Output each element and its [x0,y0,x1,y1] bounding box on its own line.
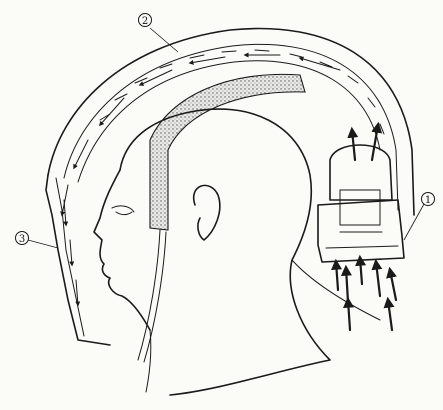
callout-2-label: 2 [142,16,148,27]
head-profile [94,109,380,395]
helmet-shell [48,29,414,216]
callout-1: 1 [404,193,435,241]
blower-unit [318,125,404,262]
callout-1-label: 1 [425,195,431,206]
callout-3-label: 3 [19,234,25,245]
helmet-padding [150,74,305,230]
callout-2: 2 [139,14,179,53]
chin-strap [138,230,166,362]
callout-3: 3 [16,232,59,249]
air-intake-arrows [336,258,396,330]
